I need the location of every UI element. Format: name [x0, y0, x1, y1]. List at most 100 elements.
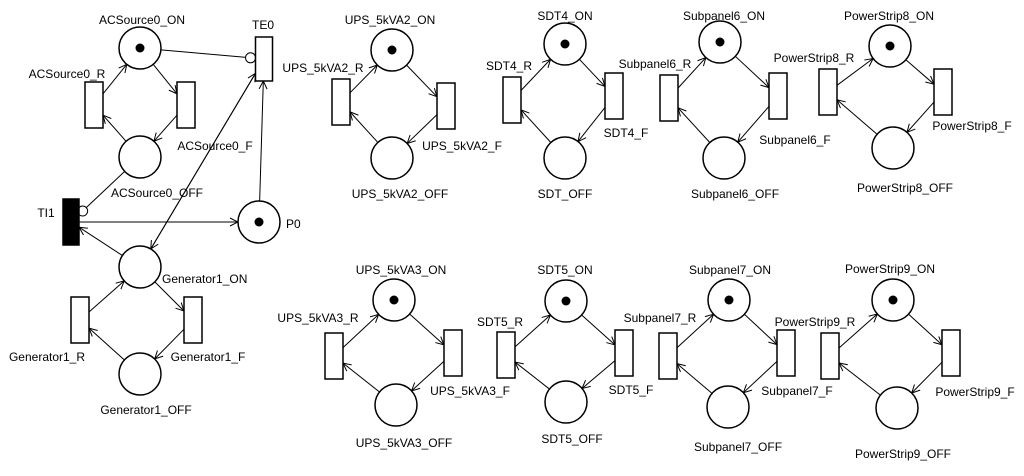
place-subpanel7_off [706, 385, 750, 429]
transition-acsource0_f [176, 81, 196, 129]
transition-powerstrip8_f [933, 68, 953, 116]
arc-ups_5kva3_on-to-ups_5kva3_f [409, 313, 444, 345]
transition-ti1 [62, 198, 80, 246]
arc-sdt5_f-to-sdt5_off [582, 360, 616, 389]
label-powerstrip9_f: PowerStrip9_F [935, 385, 1014, 399]
label-acsource0_off: ACSource0_OFF [111, 186, 203, 200]
arc-powerstrip8_f-to-powerstrip8_off [907, 101, 935, 132]
transition-ups_5kva3_r [324, 332, 344, 380]
arc-sdt_off-to-sdt4_r [521, 110, 552, 143]
place-generator1_on [118, 245, 162, 289]
label-generator1_f: Generator1_F [171, 350, 246, 364]
place-ups_5kva3_off [374, 383, 418, 427]
token-p0 [254, 217, 264, 227]
arc-powerstrip8_off-to-powerstrip8_r [837, 100, 878, 135]
arc-acsource0_off-to-acsource0_r [103, 115, 127, 142]
label-powerstrip8_off: PowerStrip8_OFF [857, 181, 953, 195]
label-acsource0_on: ACSource0_ON [99, 13, 185, 27]
token-powerstrip8_on [885, 41, 895, 51]
place-subpanel6_off [702, 136, 746, 180]
transition-generator1_r [70, 296, 90, 344]
label-powerstrip9_on: PowerStrip9_ON [845, 262, 935, 276]
label-ups_5kva3_f: UPS_5kVA3_F [430, 384, 510, 398]
label-ups_5kva3_off: UPS_5kVA3_OFF [356, 436, 452, 450]
arc-p0-to-te0 [260, 81, 264, 202]
arc-powerstrip8_r-to-powerstrip8_on [836, 59, 873, 86]
transition-subpanel6_r [659, 74, 679, 122]
arc-acsource0_f-to-acsource0_off [154, 114, 178, 141]
arc-acsource0_on-to-acsource0_f [152, 64, 177, 94]
label-sdt5_f: SDT5_F [609, 383, 654, 397]
transition-te0 [254, 36, 274, 82]
arc-ups_5kva2_on-to-ups_5kva2_f [406, 64, 437, 97]
label-generator1_on: Generator1_ON [162, 272, 247, 286]
place-sdt_off [543, 136, 587, 180]
arc-subpanel6_f-to-subpanel6_off [738, 106, 770, 142]
place-acsource0_off [118, 135, 162, 179]
arc-acsource0_r-to-acsource0_on [102, 64, 127, 95]
transition-generator1_f [183, 296, 203, 344]
label-ups_5kva2_on: UPS_5kVA2_ON [345, 13, 436, 27]
arc-subpanel6_r-to-subpanel6_on [677, 58, 706, 89]
label-powerstrip9_off: PowerStrip9_OFF [855, 447, 951, 461]
arc-te0-to-generator1_on [151, 73, 256, 249]
label-powerstrip8_on: PowerStrip8_ON [844, 9, 934, 23]
transition-sdt5_r [496, 331, 516, 379]
token-subpanel6_on [715, 37, 725, 47]
label-ups_5kva2_f: UPS_5kVA2_F [422, 139, 502, 153]
label-powerstrip9_r: PowerStrip9_R [775, 315, 856, 329]
arc-generator1_on-to-ti1 [79, 227, 123, 256]
transition-powerstrip8_r [818, 68, 838, 116]
label-subpanel7_on: Subpanel7_ON [689, 263, 771, 277]
arc-generator1_f-to-generator1_off [155, 328, 185, 359]
arc-sdt5_off-to-sdt5_r [515, 362, 550, 390]
token-powerstrip9_on [888, 295, 898, 305]
arc-ups_5kva3_f-to-ups_5kva3_off [412, 360, 445, 391]
label-acsource0_f: ACSource0_F [177, 139, 252, 153]
arc-generator1_r-to-generator1_on [88, 281, 124, 313]
arc-generator1_off-to-generator1_r [89, 328, 125, 361]
place-generator1_off [118, 352, 162, 396]
transition-subpanel6_f [768, 72, 788, 120]
label-subpanel6_f: Subpanel6_F [759, 133, 830, 147]
arc-generator1_on-to-generator1_f [154, 281, 184, 311]
token-sdt5_on [561, 296, 571, 306]
transition-ups_5kva3_f [443, 329, 463, 377]
token-ups_5kva2_on [387, 45, 397, 55]
transition-subpanel7_r [658, 332, 678, 380]
label-generator1_r: Generator1_R [9, 350, 85, 364]
arc-subpanel7_r-to-subpanel7_on [676, 314, 714, 349]
label-sdt4_r: SDT4_R [486, 59, 532, 73]
transition-powerstrip9_r [820, 332, 840, 380]
arc-powerstrip9_f-to-powerstrip9_off [912, 361, 943, 393]
transition-ups_5kva2_r [331, 78, 351, 126]
arc-acsource0_off-to-ti1 [82, 171, 126, 212]
arc-subpanel7_on-to-subpanel7_f [744, 313, 777, 344]
transition-sdt4_f [604, 72, 624, 120]
arc-sdt5_r-to-sdt5_on [514, 315, 550, 348]
arc-ups_5kva3_r-to-ups_5kva3_on [342, 314, 379, 348]
transition-powerstrip9_f [941, 329, 961, 377]
token-sdt4_on [560, 39, 570, 49]
token-ups_5kva3_on [389, 295, 399, 305]
label-ti1: TI1 [37, 206, 55, 220]
transition-sdt5_f [614, 329, 634, 377]
place-sdt5_off [544, 380, 588, 424]
token-subpanel7_on [724, 295, 734, 305]
arc-powerstrip9_r-to-powerstrip9_on [838, 314, 877, 349]
label-subpanel7_r: Subpanel7_R [624, 311, 697, 325]
arc-subpanel7_f-to-subpanel7_off [743, 361, 778, 392]
label-ups_5kva3_r: UPS_5kVA3_R [277, 311, 358, 325]
label-subpanel7_off: Subpanel7_OFF [694, 440, 782, 454]
inhibitor-head [245, 52, 257, 64]
arc-powerstrip9_on-to-powerstrip9_f [908, 313, 942, 345]
arc-ups_5kva3_off-to-ups_5kva3_r [343, 363, 380, 393]
label-sdt4_f: SDT4_F [604, 126, 649, 140]
arc-sdt4_on-to-sdt4_f [579, 58, 605, 86]
label-subpanel6_r: Subpanel6_R [619, 57, 692, 71]
label-subpanel6_off: Subpanel6_OFF [691, 187, 779, 201]
arc-subpanel7_off-to-subpanel7_r [677, 364, 713, 394]
arc-ups_5kva2_r-to-ups_5kva2_on [349, 65, 377, 94]
